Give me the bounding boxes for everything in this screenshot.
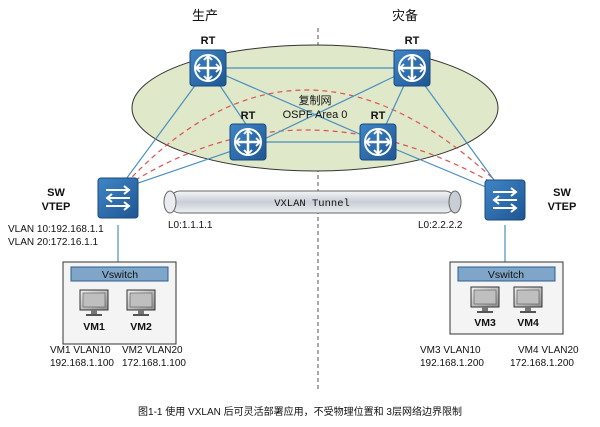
left-vswitch-bar xyxy=(70,266,169,282)
ospf-area-label: OSPF Area 0 xyxy=(283,109,348,121)
vm2-vlan: VM2 VLAN20 xyxy=(122,345,183,356)
vm1-name: VM1 xyxy=(83,321,105,333)
vm2-ip: 172.168.1.100 xyxy=(122,358,186,369)
right-loopback: L0:2.2.2.2 xyxy=(418,220,463,231)
left-vlan10-ip: VLAN 10:192.168.1.1 xyxy=(8,224,104,235)
left-vswitch-label: Vswitch xyxy=(102,269,138,281)
router-top-left xyxy=(189,49,227,87)
left-vlan20-ip: VLAN 20:172.16.1.1 xyxy=(8,237,99,248)
site-dr-label: 灾备 xyxy=(392,8,418,23)
site-production-label: 生产 xyxy=(192,8,218,23)
ospf-area-ellipse xyxy=(131,44,499,172)
vm4-vlan: VM4 VLAN20 xyxy=(518,345,579,356)
right-vswitch-label: Vswitch xyxy=(488,269,524,281)
vm1-ip: 192.168.1.100 xyxy=(50,358,114,369)
router-label-top-left: RT xyxy=(201,35,216,47)
router-mid-left xyxy=(229,123,267,161)
left-sw-label: SW xyxy=(47,187,65,199)
vm2-monitor-icon xyxy=(126,289,156,316)
router-label-top-right: RT xyxy=(405,35,420,47)
vm3-vlan: VM3 VLAN10 xyxy=(420,345,481,356)
vtep-switch-right xyxy=(484,179,526,221)
vxlan-tunnel: VXLAN Tunnel xyxy=(163,190,462,214)
tunnel-label: VXLAN Tunnel xyxy=(274,198,350,210)
vm2-name: VM2 xyxy=(130,321,152,333)
router-label-mid-left: RT xyxy=(241,110,256,122)
vm3-name: VM3 xyxy=(474,317,496,329)
vm4-monitor-icon xyxy=(513,286,543,313)
vm1-vlan: VM1 VLAN10 xyxy=(50,345,111,356)
vm1-monitor-icon xyxy=(79,289,109,316)
dashed-path-inner xyxy=(119,129,506,191)
left-loopback: L0:1.1.1.1 xyxy=(168,220,213,231)
vm3-ip: 192.168.1.200 xyxy=(420,358,484,369)
dashed-path-outer xyxy=(119,89,506,191)
vm4-name: VM4 xyxy=(517,317,539,329)
router-mid-right xyxy=(359,123,397,161)
left-host-box: Vswitch VM1 VM2 xyxy=(62,261,177,345)
right-vtep-label: VTEP xyxy=(548,201,577,213)
figure-caption: 图1-1 使用 VXLAN 后可灵活部署应用，不受物理位置和 3层网络边界限制 xyxy=(138,405,462,418)
network-name: 复制网 xyxy=(299,93,332,107)
vm4-ip: 172.168.1.200 xyxy=(510,358,574,369)
vtep-switch-left xyxy=(97,177,139,219)
vm3-monitor-icon xyxy=(470,286,500,313)
right-host-box: Vswitch VM3 VM4 xyxy=(449,261,564,335)
router-label-mid-right: RT xyxy=(371,110,386,122)
right-sw-label: SW xyxy=(553,187,571,199)
router-top-right xyxy=(393,49,431,87)
left-vtep-label: VTEP xyxy=(42,201,71,213)
right-vswitch-bar xyxy=(457,266,556,282)
